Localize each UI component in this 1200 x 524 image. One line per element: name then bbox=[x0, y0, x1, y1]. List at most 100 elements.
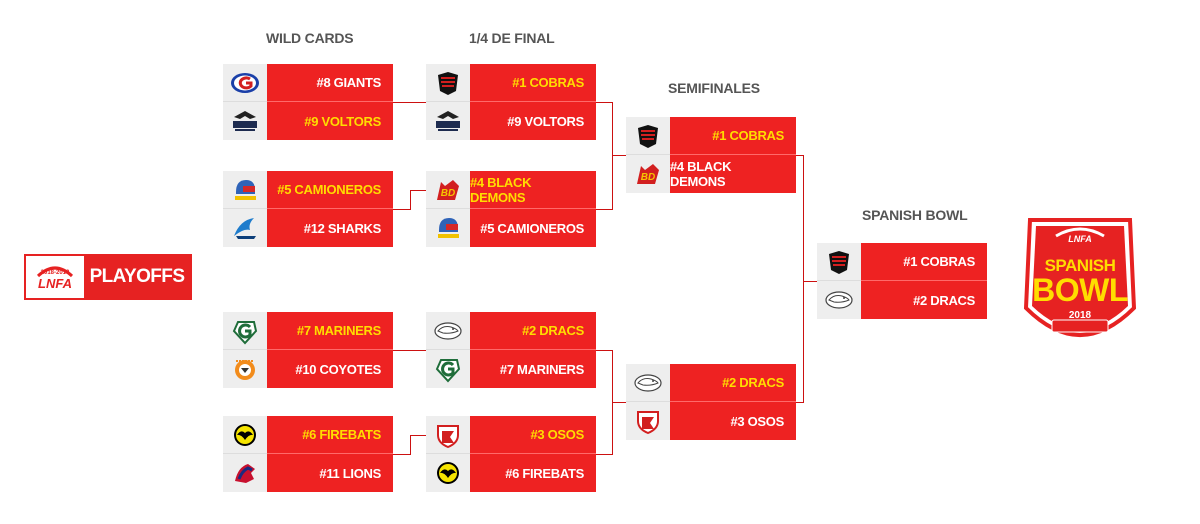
bracket-connector bbox=[612, 402, 626, 403]
team-name: #9 VOLTORS bbox=[267, 102, 393, 140]
osos-icon bbox=[426, 416, 470, 454]
matchup: #6 FIREBATS#11 LIONS bbox=[223, 416, 393, 492]
bracket-connector bbox=[612, 102, 613, 210]
team-name: #1 COBRAS bbox=[861, 243, 987, 281]
team-name: #10 COYOTES bbox=[267, 350, 393, 388]
black-demons-icon: BD bbox=[426, 171, 470, 209]
playoffs-label: PLAYOFFS bbox=[84, 256, 190, 298]
svg-text:2018-2019: 2018-2019 bbox=[41, 270, 70, 276]
team-name: #6 FIREBATS bbox=[470, 454, 596, 492]
team-name: #1 COBRAS bbox=[670, 117, 796, 155]
cobras-icon bbox=[426, 64, 470, 102]
team-name: #6 FIREBATS bbox=[267, 416, 393, 454]
team-name: #9 VOLTORS bbox=[470, 102, 596, 140]
team-name: #11 LIONS bbox=[267, 454, 393, 492]
firebats-icon bbox=[223, 416, 267, 454]
team-row: #3 OSOS bbox=[426, 416, 596, 454]
bracket-connector bbox=[393, 454, 410, 455]
team-row: #9 VOLTORS bbox=[223, 102, 393, 140]
team-name: #4 BLACK DEMONS bbox=[670, 155, 796, 193]
bracket-connector bbox=[410, 190, 426, 191]
bracket-connector bbox=[796, 155, 803, 156]
team-row: #1 COBRAS bbox=[426, 64, 596, 102]
lnfa-logo: 2018-2019 LNFA bbox=[26, 256, 84, 298]
black-demons-icon: BD bbox=[626, 155, 670, 193]
matchup: #2 DRACS#3 OSOS bbox=[626, 364, 796, 440]
cobras-icon bbox=[817, 243, 861, 281]
matchup: BD #4 BLACK DEMONS#5 CAMIONEROS bbox=[426, 171, 596, 247]
team-name: #7 MARINERS bbox=[267, 312, 393, 350]
bracket-connector bbox=[596, 102, 612, 103]
lions-icon bbox=[223, 454, 267, 492]
bracket-connector bbox=[393, 102, 410, 103]
coyotes-icon bbox=[223, 350, 267, 388]
semis-title: SEMIFINALES bbox=[668, 80, 760, 96]
team-row: #10 COYOTES bbox=[223, 350, 393, 388]
bracket-connector bbox=[410, 435, 411, 455]
matchup: #3 OSOS#6 FIREBATS bbox=[426, 416, 596, 492]
sharks-icon bbox=[223, 209, 267, 247]
team-row: #2 DRACS bbox=[626, 364, 796, 402]
bracket-connector bbox=[410, 350, 426, 351]
matchup: #1 COBRAS#9 VOLTORS bbox=[426, 64, 596, 140]
bracket-connector bbox=[796, 402, 803, 403]
mariners-icon bbox=[223, 312, 267, 350]
bowl-line2: BOWL bbox=[1032, 272, 1128, 308]
wild-cards-title: WILD CARDS bbox=[266, 30, 354, 46]
dracs-icon bbox=[426, 312, 470, 350]
bowl-line1: SPANISH bbox=[1044, 256, 1116, 275]
matchup: #1 COBRAS BD #4 BLACK DEMONS bbox=[626, 117, 796, 193]
bracket-connector bbox=[410, 435, 426, 436]
team-row: #5 CAMIONEROS bbox=[426, 209, 596, 247]
team-name: #3 OSOS bbox=[670, 402, 796, 440]
osos-icon bbox=[626, 402, 670, 440]
team-row: #3 OSOS bbox=[626, 402, 796, 440]
playoffs-badge: 2018-2019 LNFA PLAYOFFS bbox=[24, 254, 192, 300]
matchup: #7 MARINERS#10 COYOTES bbox=[223, 312, 393, 388]
team-row: BD #4 BLACK DEMONS bbox=[626, 155, 796, 193]
team-name: #8 GIANTS bbox=[267, 64, 393, 102]
team-row: #6 FIREBATS bbox=[426, 454, 596, 492]
team-name: #3 OSOS bbox=[470, 416, 596, 454]
bracket-connector bbox=[596, 209, 612, 210]
team-row: #2 DRACS bbox=[426, 312, 596, 350]
team-name: #4 BLACK DEMONS bbox=[470, 171, 596, 209]
team-name: #2 DRACS bbox=[470, 312, 596, 350]
mariners-icon bbox=[426, 350, 470, 388]
bracket-connector bbox=[596, 350, 612, 351]
team-row: #7 MARINERS bbox=[223, 312, 393, 350]
team-row: #6 FIREBATS bbox=[223, 416, 393, 454]
voltors-icon bbox=[223, 102, 267, 140]
team-row: #7 MARINERS bbox=[426, 350, 596, 388]
team-name: #5 CAMIONEROS bbox=[470, 209, 596, 247]
bracket-connector bbox=[596, 454, 612, 455]
team-row: #8 GIANTS bbox=[223, 64, 393, 102]
bracket-connector bbox=[410, 102, 426, 103]
bracket-connector bbox=[803, 155, 804, 403]
firebats-icon bbox=[426, 454, 470, 492]
bowl-year: 2018 bbox=[1068, 310, 1092, 321]
bracket-connector bbox=[612, 155, 626, 156]
matchup: #8 GIANTS#9 VOLTORS bbox=[223, 64, 393, 140]
quarters-title: 1/4 DE FINAL bbox=[469, 30, 555, 46]
team-row: BD #4 BLACK DEMONS bbox=[426, 171, 596, 209]
team-row: #9 VOLTORS bbox=[426, 102, 596, 140]
team-name: #1 COBRAS bbox=[470, 64, 596, 102]
matchup: #2 DRACS#7 MARINERS bbox=[426, 312, 596, 388]
team-name: #2 DRACS bbox=[861, 281, 987, 319]
svg-text:BD: BD bbox=[441, 188, 455, 199]
team-row: #5 CAMIONEROS bbox=[223, 171, 393, 209]
team-name: #2 DRACS bbox=[670, 364, 796, 402]
final-title: SPANISH BOWL bbox=[862, 207, 968, 223]
svg-text:BD: BD bbox=[641, 172, 655, 183]
team-row: #1 COBRAS bbox=[817, 243, 987, 281]
camioneros-icon bbox=[223, 171, 267, 209]
camioneros-icon bbox=[426, 209, 470, 247]
team-row: #11 LIONS bbox=[223, 454, 393, 492]
bracket-connector bbox=[393, 350, 410, 351]
dracs-icon bbox=[817, 281, 861, 319]
team-row: #1 COBRAS bbox=[626, 117, 796, 155]
team-name: #5 CAMIONEROS bbox=[267, 171, 393, 209]
svg-text:LNFA: LNFA bbox=[38, 276, 72, 291]
team-row: #2 DRACS bbox=[817, 281, 987, 319]
